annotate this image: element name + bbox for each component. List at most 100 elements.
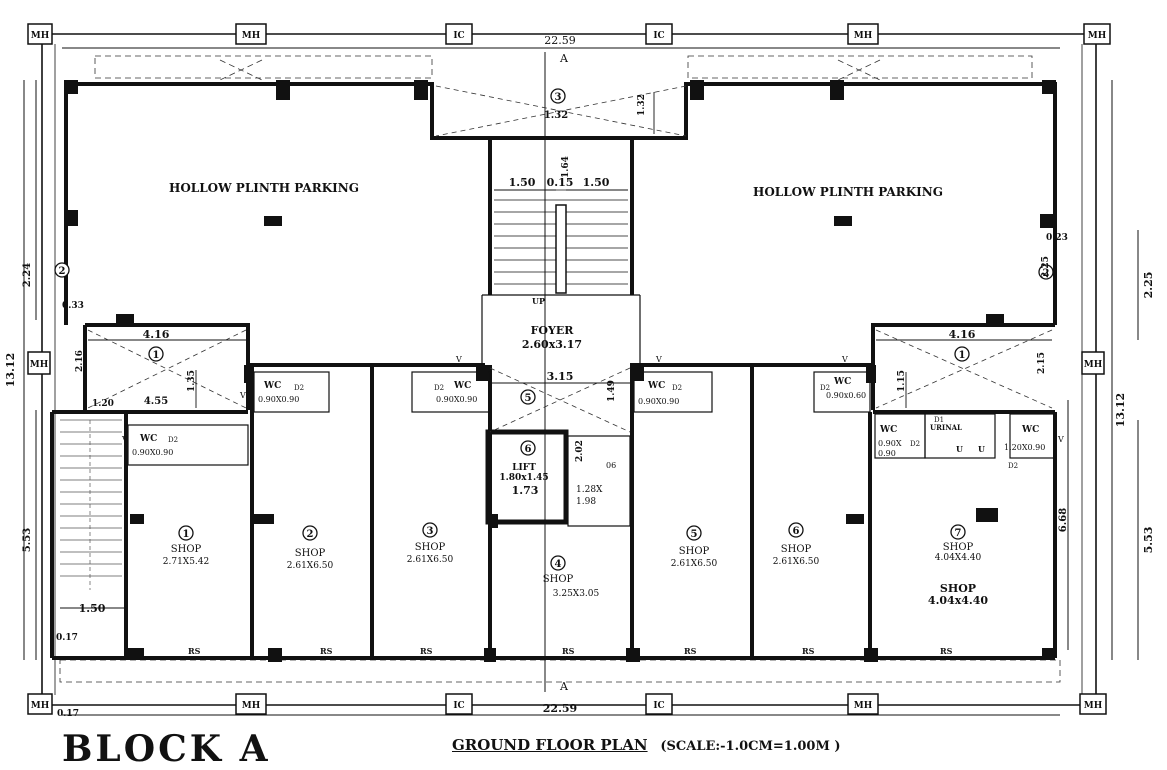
- svg-text:1: 1: [959, 350, 966, 361]
- columns: [64, 80, 1056, 662]
- svg-text:1.49: 1.49: [607, 380, 617, 402]
- svg-text:2.25: 2.25: [1041, 256, 1051, 278]
- svg-text:D2: D2: [434, 384, 444, 392]
- manhole-box-t1: MH: [235, 23, 267, 45]
- shop-7-label: SHOP: [943, 542, 974, 553]
- svg-text:D2: D2: [820, 384, 830, 392]
- circle-markers: [54, 88, 1054, 571]
- svg-text:V: V: [455, 355, 462, 364]
- shop-1-size: 2.71X5.42: [163, 557, 210, 567]
- svg-text:2: 2: [307, 529, 314, 540]
- open-voids: [87, 85, 1053, 433]
- ic-box-b1: IC: [445, 693, 473, 715]
- svg-text:1.32: 1.32: [544, 110, 568, 121]
- svg-text:MH: MH: [242, 701, 261, 711]
- wc-size-6b: 0.90: [878, 449, 896, 458]
- internal-dim-labels: 1.50 0.15 1.50 4.16 4.16 3.15 1.50 1.73 …: [56, 94, 1068, 643]
- shop-1-label: SHOP: [171, 544, 202, 555]
- svg-text:3: 3: [427, 526, 434, 537]
- caption-title: GROUND FLOOR PLAN: [452, 736, 648, 754]
- ic-box-t1: IC: [445, 23, 473, 45]
- dim-shop-depth: 6.68: [1058, 508, 1069, 532]
- urinal-u2: U: [978, 444, 985, 454]
- svg-text:MH: MH: [1088, 31, 1107, 41]
- drain-chambers: MH MH IC IC MH MH MH MH MH MH IC IC MH M…: [27, 23, 1111, 715]
- ic-box-b2: IC: [645, 693, 673, 715]
- shop-3-size: 2.61X6.50: [407, 555, 454, 565]
- svg-text:UP: UP: [532, 296, 545, 306]
- svg-text:V: V: [841, 355, 848, 364]
- manhole-box-br: MH: [1079, 693, 1107, 715]
- svg-text:A: A: [559, 52, 569, 65]
- dim-right-lower: 5.53: [1142, 527, 1155, 554]
- manhole-box-b1: MH: [235, 693, 267, 715]
- svg-text:MH: MH: [854, 701, 873, 711]
- block-title: BLOCK A: [62, 728, 271, 770]
- wc-label-2: WC: [263, 381, 281, 391]
- staircase-main: [494, 189, 628, 294]
- shop-5-size: 2.61X6.50: [671, 559, 718, 569]
- wc-size-2: 0.90X0.90: [258, 395, 299, 404]
- svg-text:1: 1: [153, 350, 160, 361]
- svg-text:D2: D2: [910, 440, 920, 448]
- manhole-box-r: MH: [1081, 351, 1105, 375]
- svg-text:2.15: 2.15: [1037, 352, 1047, 374]
- svg-text:MH: MH: [1084, 360, 1103, 370]
- manhole-box-tl: MH: [27, 23, 53, 45]
- dim-left-upper: 2.24: [22, 263, 33, 287]
- svg-text:2: 2: [1043, 268, 1050, 279]
- circle-marker-numbers: 1 2 3 4 5 6 7 3 1 1 5 6 2 2: [59, 92, 1050, 570]
- dim-width-bottom: 22.59: [543, 702, 577, 715]
- wc-size-1: 0.90X0.90: [132, 448, 173, 457]
- dim-width-top: 22.59: [544, 34, 576, 47]
- shop-4-size: 3.25X3.05: [553, 589, 600, 599]
- duct-size-b: 1.98: [576, 497, 596, 507]
- svg-text:1.73: 1.73: [512, 484, 539, 497]
- svg-text:MH: MH: [854, 31, 873, 41]
- svg-text:MH: MH: [242, 31, 261, 41]
- foyer-size: 2.60x3.17: [522, 338, 582, 351]
- svg-text:MH: MH: [30, 360, 49, 370]
- svg-text:IC: IC: [453, 31, 464, 41]
- svg-text:V: V: [239, 391, 246, 400]
- lift-label: LIFT: [512, 463, 536, 473]
- svg-text:1.50: 1.50: [583, 176, 610, 189]
- dim-right-upper: 2.25: [1142, 272, 1155, 299]
- svg-text:1.50: 1.50: [509, 176, 536, 189]
- shop-7-label-bold: SHOP: [940, 582, 976, 595]
- svg-text:1.35: 1.35: [187, 370, 197, 392]
- urinal-label: URINAL: [930, 423, 962, 432]
- lift-size: 1.80x1.45: [499, 473, 548, 483]
- svg-text:3: 3: [555, 92, 562, 103]
- wc-label-3: WC: [453, 381, 471, 391]
- svg-text:D2: D2: [168, 436, 178, 444]
- svg-text:0.33: 0.33: [62, 301, 84, 311]
- parking-right-label: HOLLOW PLINTH PARKING: [753, 185, 943, 199]
- svg-text:MH: MH: [1084, 701, 1103, 711]
- svg-text:7: 7: [955, 528, 962, 539]
- shop-2-label: SHOP: [295, 548, 326, 559]
- wc-size-5: 0.90x0.60: [826, 391, 866, 400]
- wc-label-1: WC: [139, 434, 157, 444]
- svg-text:6: 6: [525, 444, 532, 455]
- svg-text:D2: D2: [672, 384, 682, 392]
- shop-2-size: 2.61X6.50: [287, 561, 334, 571]
- svg-text:4.16: 4.16: [143, 328, 170, 341]
- opening-tags: UP D2 D2 D2 D2 D2 D2 D2 D1 V V V V V V R…: [121, 296, 1064, 656]
- wc-label-7: WC: [1021, 425, 1039, 435]
- svg-text:2.16: 2.16: [75, 350, 85, 372]
- svg-text:IC: IC: [653, 701, 664, 711]
- dim-left-lower: 5.53: [22, 528, 33, 552]
- svg-text:6: 6: [793, 526, 800, 537]
- manhole-box-b2: MH: [847, 693, 879, 715]
- svg-text:IC: IC: [653, 31, 664, 41]
- svg-text:1.32: 1.32: [637, 94, 647, 116]
- wc-size-3: 0.90X0.90: [436, 395, 477, 404]
- manhole-box-t2: MH: [847, 23, 879, 45]
- svg-text:A: A: [559, 680, 569, 693]
- overall-dimensions: [23, 47, 1139, 716]
- svg-text:V: V: [121, 435, 128, 444]
- svg-text:D2: D2: [294, 384, 304, 392]
- svg-text:0.15: 0.15: [547, 176, 574, 189]
- shop-6-label: SHOP: [781, 544, 812, 555]
